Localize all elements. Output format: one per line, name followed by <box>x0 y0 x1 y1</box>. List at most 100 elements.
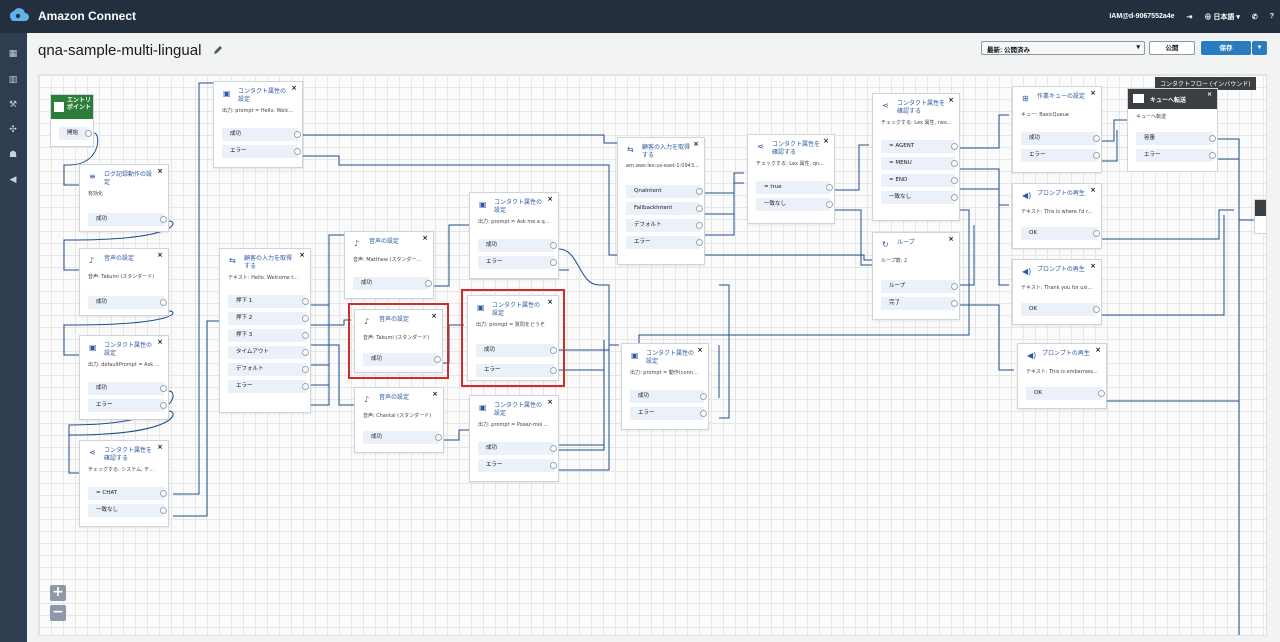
connector-handle[interactable] <box>85 130 92 137</box>
connector-handle[interactable] <box>700 410 707 417</box>
branch-row[interactable]: = CHAT <box>88 487 167 500</box>
connector-handle[interactable] <box>550 259 557 266</box>
routing-icon[interactable]: ⚒ <box>8 100 18 110</box>
block-disconnect-partial[interactable] <box>1254 199 1266 234</box>
connector-handle[interactable] <box>294 148 301 155</box>
connector-handle[interactable] <box>696 205 703 212</box>
close-icon[interactable]: × <box>823 137 829 145</box>
branch-row[interactable]: エラー <box>1136 149 1216 162</box>
branch-row[interactable]: エラー <box>478 459 557 472</box>
edit-pencil-icon[interactable] <box>213 45 223 55</box>
branch-row[interactable]: 成功 <box>363 353 441 366</box>
branch-row[interactable]: 容量 <box>1136 132 1216 145</box>
branch-row[interactable]: エラー <box>222 145 301 158</box>
branch-row[interactable]: OK <box>1021 303 1100 316</box>
branch-row[interactable]: 成功 <box>88 382 167 395</box>
connector-handle[interactable] <box>696 239 703 246</box>
connector-handle[interactable] <box>550 242 557 249</box>
branch-row[interactable]: 成功 <box>476 344 557 357</box>
block-check-attr-3[interactable]: ⋖コンタクト属性を確認する× チェックする: Lex 属性, nex... = … <box>872 93 960 221</box>
branch-row[interactable]: 押下 2 <box>228 312 309 325</box>
connector-handle[interactable] <box>951 160 958 167</box>
connector-handle[interactable] <box>302 298 309 305</box>
connector-handle[interactable] <box>696 222 703 229</box>
branch-row[interactable]: エラー <box>630 407 707 420</box>
connector-handle[interactable] <box>1093 306 1100 313</box>
block-play-prompt-3[interactable]: ◀)プロンプトの再生× テキスト: This is embarrass... O… <box>1017 343 1107 409</box>
block-log-settings[interactable]: ≡ログ記録動作の設定× 有効化 成功 <box>79 164 169 232</box>
branch-row[interactable]: エラー <box>88 399 167 412</box>
branch-row[interactable]: OK <box>1021 227 1100 240</box>
branch-row[interactable]: 成功 <box>88 213 167 226</box>
users-icon[interactable]: ☗ <box>8 150 18 160</box>
branch-row[interactable]: 成功 <box>88 296 167 309</box>
block-set-attr-conn[interactable]: ▣コンタクト属性の設定× 出力: prompt = 動作(conn... 成功 … <box>621 343 709 430</box>
connector-handle[interactable] <box>1093 135 1100 142</box>
block-set-attr-fr[interactable]: ▣コンタクト属性の設定× 出力: prompt = Posez-moi ... … <box>469 395 559 482</box>
logout-icon[interactable]: ⇥ <box>1186 13 1193 21</box>
close-icon[interactable]: × <box>547 195 553 203</box>
connector-handle[interactable] <box>1209 152 1216 159</box>
connector-handle[interactable] <box>160 490 167 497</box>
metrics-icon[interactable]: ▥ <box>8 75 18 85</box>
branch-row[interactable]: デフォルト <box>228 363 309 376</box>
connector-handle[interactable] <box>700 393 707 400</box>
branch-row[interactable]: QnaIntent <box>626 185 703 198</box>
branch-row[interactable]: 一致なし <box>881 191 958 204</box>
branch-row[interactable]: 成功 <box>353 277 432 290</box>
block-play-prompt-1[interactable]: ◀)プロンプトの再生× テキスト: This is where I'd r...… <box>1012 183 1102 249</box>
save-dropdown-button[interactable]: ▾ <box>1252 41 1267 55</box>
publish-button[interactable]: 公開 <box>1149 41 1195 55</box>
block-voice-chantal[interactable]: ♪音声の設定× 音声: Chantal (スタンダード) 成功 <box>354 387 444 453</box>
connector-handle[interactable] <box>160 299 167 306</box>
connector-handle[interactable] <box>951 194 958 201</box>
version-select[interactable]: 最新: 公開済み▾ <box>981 41 1145 55</box>
campaigns-icon[interactable]: ◀ <box>9 175 17 185</box>
branch-row[interactable]: 完了 <box>881 297 958 310</box>
branch-row[interactable]: 成功 <box>478 239 557 252</box>
close-icon[interactable]: × <box>697 346 703 354</box>
close-icon[interactable]: × <box>299 251 305 259</box>
connector-handle[interactable] <box>160 507 167 514</box>
connector-handle[interactable] <box>951 177 958 184</box>
close-icon[interactable]: × <box>1095 346 1101 354</box>
connector-handle[interactable] <box>1209 135 1216 142</box>
branch-row[interactable]: 成功 <box>222 128 301 141</box>
block-voice-matthew[interactable]: ♪音声の設定× 音声: Matthew (スタンダー... 成功 <box>344 231 434 299</box>
branch-row[interactable]: FallbackIntent <box>626 202 703 215</box>
branch-row[interactable]: = MENU <box>881 157 958 170</box>
close-icon[interactable]: × <box>157 167 163 175</box>
branch-row[interactable]: 押下 1 <box>228 295 309 308</box>
connector-handle[interactable] <box>302 366 309 373</box>
block-set-attr-top[interactable]: ▣コンタクト属性の設定× 出力: prompt = Hello. Welc...… <box>213 81 303 168</box>
language-selector[interactable]: ⊕ 日本語 ▾ <box>1204 13 1240 21</box>
close-icon[interactable]: × <box>1090 262 1096 270</box>
close-icon[interactable]: × <box>157 338 163 346</box>
branch-row[interactable]: タイムアウト <box>228 346 309 359</box>
block-set-queue[interactable]: ⊞作業キューの設定× キュー: BasicQueue 成功 エラー <box>1012 86 1102 173</box>
close-icon[interactable]: × <box>948 96 954 104</box>
close-icon[interactable]: × <box>1090 186 1096 194</box>
branch-row[interactable]: エラー <box>626 236 703 249</box>
connector-handle[interactable] <box>951 283 958 290</box>
user-account[interactable]: IAM@d-9067552a4e <box>1109 13 1175 20</box>
connector-handle[interactable] <box>951 143 958 150</box>
close-icon[interactable]: × <box>1090 89 1096 97</box>
close-icon[interactable]: × <box>547 298 553 306</box>
branch-row[interactable]: 成功 <box>1021 132 1100 145</box>
block-check-attr-1[interactable]: ⋖コンタクト属性を確認する× チェックする: システム, チ... = CHAT… <box>79 440 169 527</box>
connector-handle[interactable] <box>160 216 167 223</box>
branch-row[interactable]: OK <box>1026 387 1105 400</box>
dashboard-icon[interactable]: ▦ <box>8 49 18 59</box>
connector-handle[interactable] <box>1093 152 1100 159</box>
branch-row[interactable]: 一致なし <box>756 198 833 211</box>
block-loop[interactable]: ↻ループ× ループ数: 2 ループ 完了 <box>872 232 960 320</box>
connector-handle[interactable] <box>435 434 442 441</box>
connector-handle[interactable] <box>294 131 301 138</box>
zoom-in-button[interactable]: + <box>50 585 66 601</box>
connector-handle[interactable] <box>826 184 833 191</box>
connector-handle[interactable] <box>425 280 432 287</box>
close-icon[interactable]: × <box>547 398 553 406</box>
connector-handle[interactable] <box>1093 230 1100 237</box>
branch-row[interactable]: 成功 <box>478 442 557 455</box>
